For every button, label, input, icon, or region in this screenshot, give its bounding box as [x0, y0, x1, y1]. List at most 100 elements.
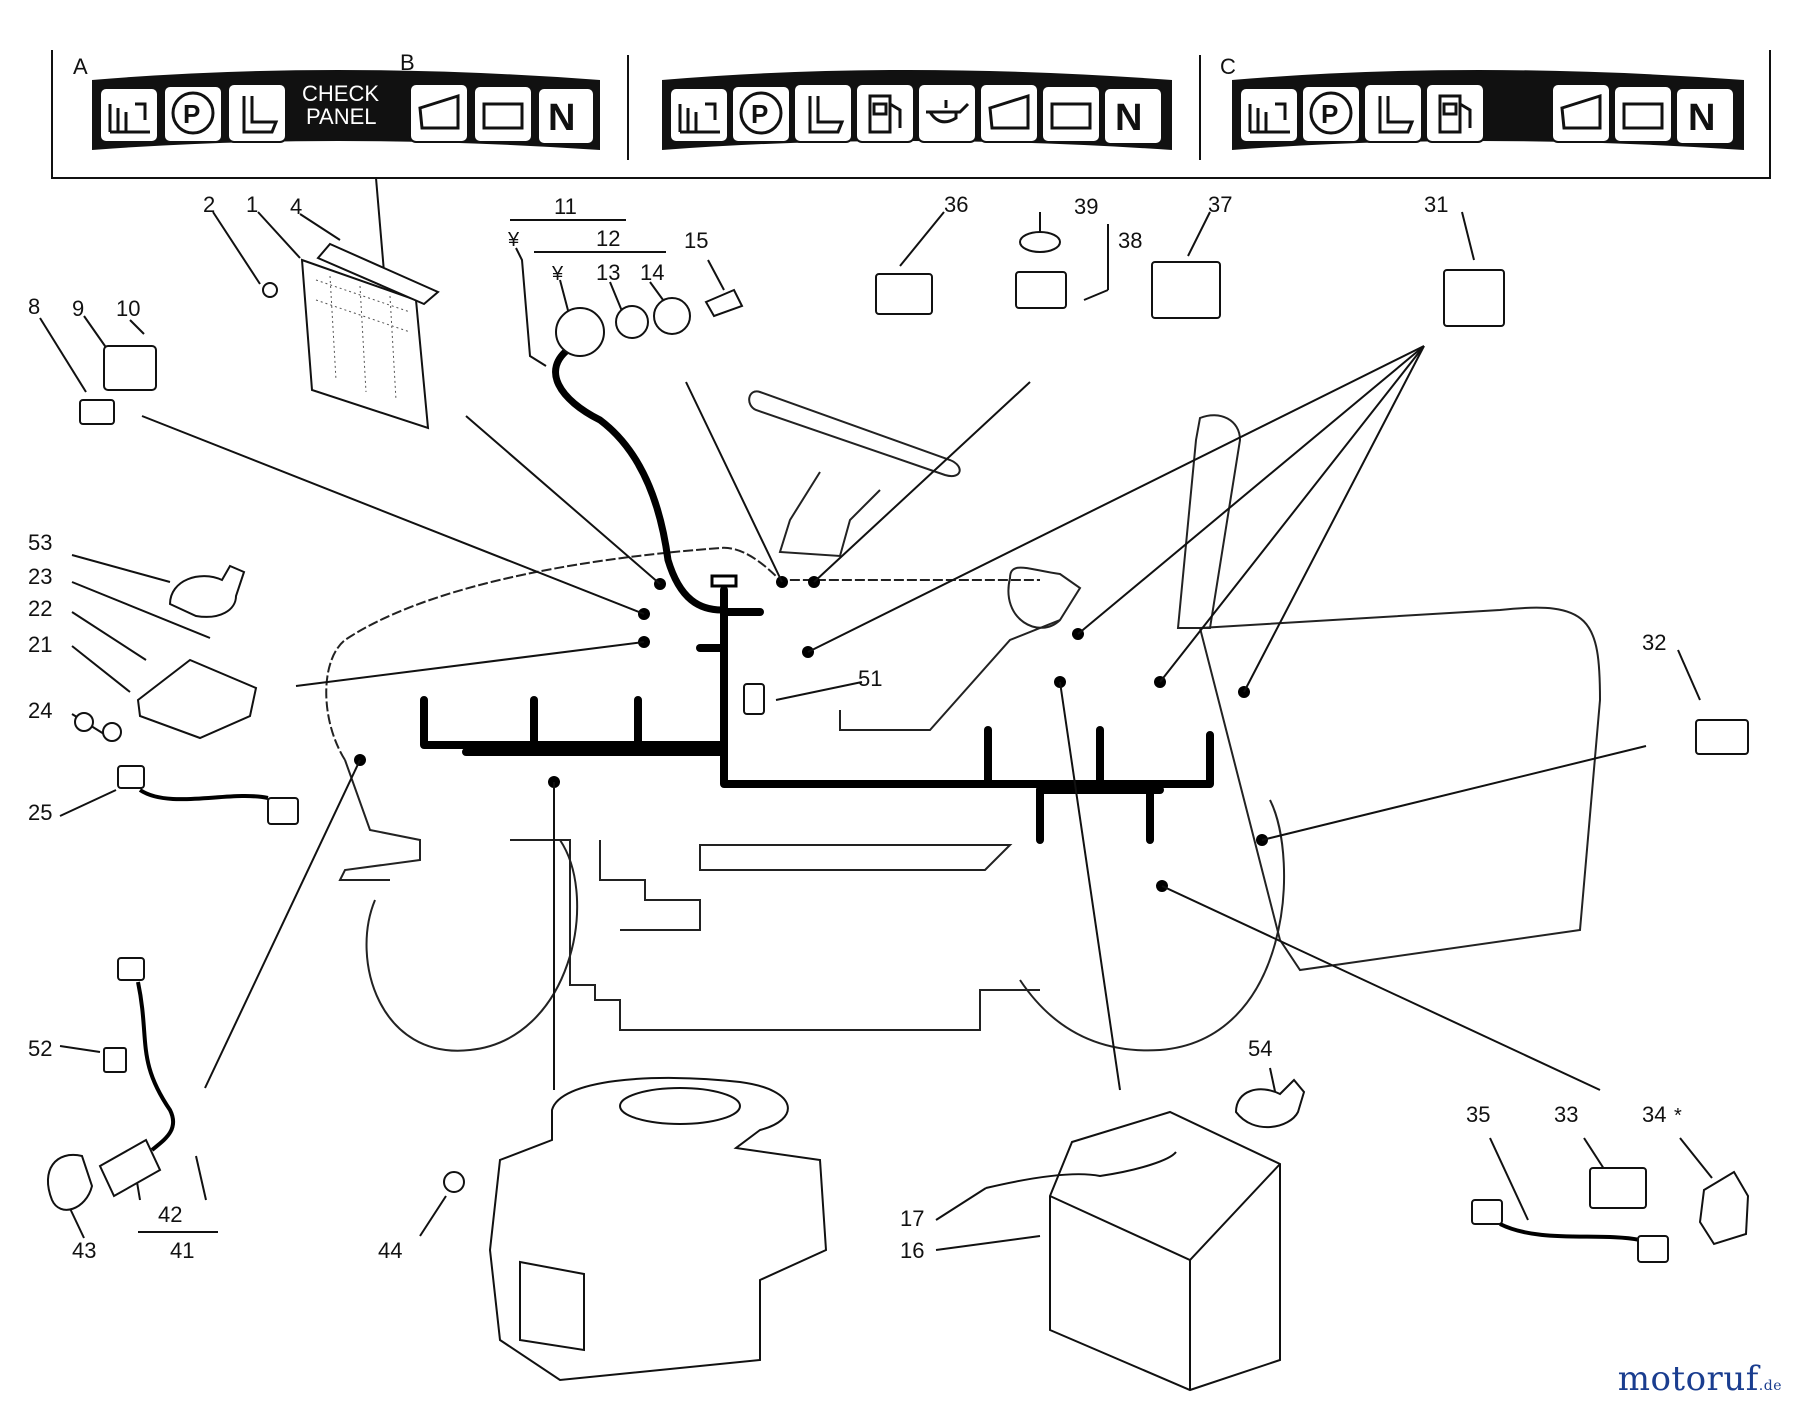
parking-brake-icon — [1309, 91, 1353, 135]
watermark: motoruf.de — [1618, 1359, 1782, 1399]
callout-41: 41 — [170, 1238, 194, 1263]
callout-53: 53 — [28, 530, 52, 555]
parking-brake-letter: P — [183, 99, 200, 129]
check-panel-line1: CHECK — [302, 81, 379, 106]
callout-10: 10 — [116, 296, 140, 321]
neutral-letter-a: N — [548, 97, 575, 139]
seat-lift-icon — [669, 87, 729, 143]
callout-52: 52 — [28, 1036, 52, 1061]
parking-brake-icon — [171, 91, 215, 135]
battery — [1049, 1110, 1281, 1392]
relay — [1589, 1167, 1647, 1209]
sensor — [1698, 1170, 1750, 1246]
seat-lift-icon — [1239, 87, 1299, 143]
callout-36: 36 — [944, 192, 968, 217]
fuel-icon — [868, 94, 902, 134]
clip — [103, 1047, 127, 1073]
neutral-letter-c: N — [1688, 97, 1715, 139]
callout-22: 22 — [28, 596, 52, 621]
callout-15: 15 — [684, 228, 708, 253]
callout-labels: 2 1 4 8 9 10 11 ¥ 12 ¥ 13 14 15 36 39 38… — [28, 192, 1682, 1263]
relay — [103, 345, 157, 391]
callout-yen-1: ¥ — [507, 229, 520, 251]
check-panel-line2: PANEL — [306, 104, 377, 129]
callout-32: 32 — [1642, 630, 1666, 655]
watermark-tld: .de — [1758, 1378, 1782, 1394]
callout-51: 51 — [858, 666, 882, 691]
callout-17: 17 — [900, 1206, 924, 1231]
callout-8: 8 — [28, 294, 40, 319]
callout-34: 34 — [1642, 1102, 1666, 1127]
rocker-switch — [875, 273, 933, 315]
nut — [443, 1171, 465, 1193]
callout-37: 37 — [1208, 192, 1232, 217]
tractor-outline — [325, 390, 1602, 1052]
seat-icon — [808, 96, 845, 134]
wire-connector — [1637, 1235, 1669, 1263]
solenoid — [136, 658, 258, 740]
panel-label — [316, 242, 440, 306]
lamp-connector — [117, 957, 145, 981]
watermark-main: motoruf — [1617, 1359, 1759, 1399]
callout-39: 39 — [1074, 194, 1098, 219]
ignition-switch — [555, 307, 605, 357]
grass-bag-icon — [1560, 93, 1602, 130]
seat-switch — [1443, 269, 1505, 327]
callout-12: 12 — [596, 226, 620, 251]
panel-a-letter: A — [73, 54, 88, 79]
bulb — [47, 1153, 94, 1211]
seat-icon — [242, 96, 279, 134]
push-switch — [1015, 271, 1067, 309]
fuel-icon — [1438, 94, 1472, 134]
callout-25: 25 — [28, 800, 52, 825]
lamp-socket — [98, 1138, 162, 1198]
nut — [615, 305, 649, 339]
callout-13: 13 — [596, 260, 620, 285]
grass-bag-icon — [418, 93, 460, 130]
clip — [743, 683, 765, 715]
battery-icon — [482, 102, 524, 130]
wiring-harness — [420, 345, 1214, 844]
callout-38: 38 — [1118, 228, 1142, 253]
callout-16: 16 — [900, 1238, 924, 1263]
oil-can-icon — [926, 100, 970, 124]
parking-brake-letter: P — [751, 99, 768, 129]
seat-icon — [1378, 96, 1415, 134]
wire-connector — [1471, 1199, 1503, 1225]
circuit-board — [300, 258, 430, 430]
callout-43: 43 — [72, 1238, 96, 1263]
callout-33: 33 — [1554, 1102, 1578, 1127]
callout-42: 42 — [158, 1202, 182, 1227]
screw — [262, 282, 278, 298]
parking-brake-icon — [739, 91, 783, 135]
hex-nut — [102, 722, 122, 742]
fuse — [79, 399, 115, 425]
key — [704, 288, 744, 318]
terminal-cap — [168, 564, 246, 618]
indicator-panel-a: P CHECK PANEL N — [92, 70, 600, 150]
panel-b-letter: B — [400, 50, 415, 75]
callout-54: 54 — [1248, 1036, 1272, 1061]
callout-2: 2 — [203, 192, 215, 217]
callout-yen-2: ¥ — [551, 263, 564, 285]
terminal-cap — [1234, 1078, 1306, 1128]
callout-11: 11 — [554, 194, 577, 219]
indicator-panel-b: P N — [662, 70, 1172, 150]
callout-14: 14 — [640, 260, 664, 285]
callout-4: 4 — [290, 194, 302, 219]
switch-cap — [1019, 231, 1061, 253]
battery-icon — [1622, 102, 1664, 130]
parts — [47, 231, 1750, 1392]
battery-icon — [1050, 102, 1092, 130]
washer — [653, 297, 691, 335]
callout-35: 35 — [1466, 1102, 1490, 1127]
panel-c-letter: C — [1220, 54, 1236, 79]
leader-lines — [39, 211, 1713, 1251]
callout-9: 9 — [72, 296, 84, 321]
hex-nut — [74, 712, 94, 732]
callout-1: 1 — [246, 192, 258, 217]
neutral-letter-b: N — [1115, 97, 1142, 139]
micro-switch — [1695, 719, 1749, 755]
